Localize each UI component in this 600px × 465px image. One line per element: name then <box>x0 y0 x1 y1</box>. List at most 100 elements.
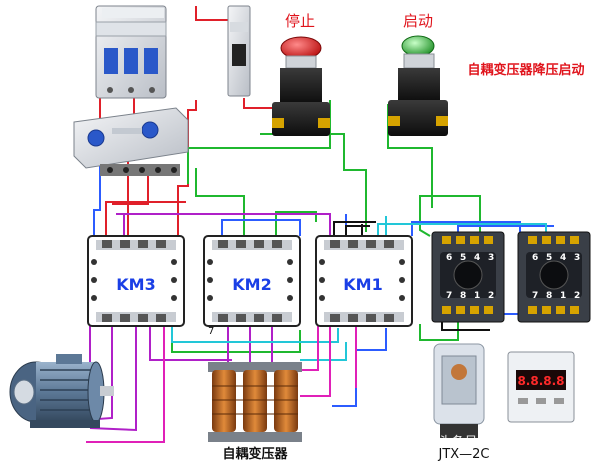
terminal-screw <box>120 314 130 322</box>
relay-base-left: 6 5 4 3 7 8 1 2 <box>431 231 505 323</box>
timer-display: 8.8.8.8 <box>517 374 564 388</box>
relay-terminal-screw <box>442 236 451 244</box>
contactor-km3: KM3 <box>87 235 185 327</box>
pin-label: 2 <box>574 291 580 301</box>
relay-terminal-screw <box>528 306 537 314</box>
relay-terminal-screw <box>570 236 579 244</box>
terminal-screw <box>218 240 228 248</box>
contactor-km2-terminal-mark: 7 <box>208 326 214 337</box>
autotransformer <box>208 362 302 442</box>
terminal-screw <box>236 240 246 248</box>
stop-button[interactable] <box>272 36 330 136</box>
side-terminal <box>171 277 177 283</box>
side-terminal <box>319 277 325 283</box>
side-terminal <box>287 295 293 301</box>
stop-button-label: 停止 <box>285 12 315 30</box>
side-terminal <box>399 295 405 301</box>
terminal-screw <box>272 240 282 248</box>
terminal-screw <box>348 240 358 248</box>
relay-terminal-screw <box>542 236 551 244</box>
relay-terminal-screw <box>470 236 479 244</box>
side-terminal <box>91 259 97 265</box>
transformer-label: 自耦变压器 <box>222 446 288 462</box>
terminal-screw <box>236 314 246 322</box>
relay-terminal-screw <box>484 306 493 314</box>
terminal-screw <box>348 314 358 322</box>
relay-base-right-top-pins: 6 5 4 3 <box>532 253 580 263</box>
side-terminal <box>319 259 325 265</box>
side-terminal <box>399 259 405 265</box>
pin-label: 2 <box>488 291 494 301</box>
diagram-title: 自耦变压器降压启动 <box>467 62 584 78</box>
terminal-screw <box>272 314 282 322</box>
terminal-screw <box>102 240 112 248</box>
pin-label: 7 <box>532 291 538 301</box>
contactor-km3-label: KM3 <box>116 275 155 294</box>
terminal-screw <box>138 314 148 322</box>
pin-label: 5 <box>460 253 466 263</box>
terminal-screw <box>330 240 340 248</box>
pin-label: 4 <box>474 253 480 263</box>
start-button-label: 启动 <box>403 12 433 30</box>
relay-terminal-screw <box>442 306 451 314</box>
relay-jtx-2c <box>433 343 485 438</box>
relay-terminal-screw <box>542 306 551 314</box>
contactor-km1: KM1 <box>315 235 413 327</box>
contactor-km2: KM2 7 <box>203 235 301 337</box>
relay-terminal-screw <box>556 306 565 314</box>
relay-terminal-screw <box>470 306 479 314</box>
terminal-screw <box>330 314 340 322</box>
pin-label: 8 <box>546 291 552 301</box>
relay-base-left-bottom-pins: 7 8 1 2 <box>446 291 494 301</box>
three-pole-breaker <box>95 5 167 99</box>
contactor-terminals <box>91 240 405 322</box>
relay-base-right-bottom-pins: 7 8 1 2 <box>532 291 580 301</box>
side-terminal <box>171 259 177 265</box>
side-terminal <box>399 277 405 283</box>
side-terminal <box>287 277 293 283</box>
side-terminal <box>91 295 97 301</box>
relay-model-label: JTX—2C <box>437 447 489 462</box>
contactor-km2-label: KM2 <box>232 275 271 294</box>
start-button[interactable] <box>388 35 448 136</box>
relay-terminal-screw <box>528 236 537 244</box>
relay-terminal-screw <box>570 306 579 314</box>
contactor-km1-label: KM1 <box>343 275 382 294</box>
pin-label: 5 <box>546 253 552 263</box>
terminal-screw <box>138 240 148 248</box>
terminal-screw <box>218 314 228 322</box>
relay-base-terminals <box>442 236 579 314</box>
terminal-screw <box>102 314 112 322</box>
side-terminal <box>207 277 213 283</box>
watermark: 头条号 <box>438 434 477 450</box>
pin-label: 6 <box>532 253 538 263</box>
relay-terminal-screw <box>456 236 465 244</box>
side-terminal <box>207 259 213 265</box>
pin-label: 8 <box>460 291 466 301</box>
side-terminal <box>171 295 177 301</box>
relay-terminal-screw <box>556 236 565 244</box>
terminal-screw <box>120 240 130 248</box>
relay-terminal-screw <box>484 236 493 244</box>
terminal-screw <box>384 240 394 248</box>
pin-label: 1 <box>560 291 566 301</box>
pin-label: 3 <box>488 253 494 263</box>
pin-label: 6 <box>446 253 452 263</box>
relay-base-right: 6 5 4 3 7 8 1 2 <box>517 231 591 323</box>
terminal-screw <box>366 314 376 322</box>
pin-label: 4 <box>560 253 566 263</box>
digital-timer: 8.8.8.8 <box>507 351 575 423</box>
terminal-screw <box>156 314 166 322</box>
motor <box>9 354 114 428</box>
side-terminal <box>91 277 97 283</box>
relay-terminal-screw <box>456 306 465 314</box>
terminal-screw <box>254 240 264 248</box>
pin-label: 3 <box>574 253 580 263</box>
side-terminal <box>287 259 293 265</box>
terminal-screw <box>366 240 376 248</box>
relay-base-left-top-pins: 6 5 4 3 <box>446 253 494 263</box>
motor-protector <box>73 107 189 176</box>
single-pole-breaker <box>227 5 251 97</box>
